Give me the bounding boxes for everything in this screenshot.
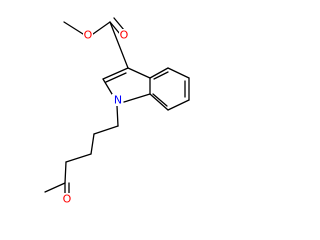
bond-chain4-chain5 [64, 161, 67, 184]
bond-c3-c3a [127, 67, 151, 79]
bond-carbonyl-double-2 [113, 17, 125, 31]
bond-o-carbonyl-carbon [92, 21, 111, 35]
bond-chain3-chain4 [65, 153, 92, 163]
bond-methyl-o [63, 21, 84, 35]
bond-c6-c7 [167, 99, 190, 111]
indole-nitrogen-bg [112, 94, 123, 106]
bond-carbonyl-double-1 [109, 21, 121, 35]
bond-chain5-chain6 [44, 182, 66, 193]
bond-c7-c7a [149, 93, 169, 111]
carbonyl-oxygen-label: O [120, 29, 129, 42]
bond-c2-n [102, 78, 113, 95]
methoxy-oxygen-label: O [84, 29, 93, 42]
bond-chain1-chain2 [93, 125, 119, 135]
bond-n-c7a [123, 93, 151, 103]
atom-labels: O O N O [62, 29, 129, 206]
bond-c3a-c4 [149, 67, 169, 79]
bond-n-chain1 [116, 105, 119, 127]
bond-c3-c2-inner [105, 72, 127, 83]
bond-chain2-chain3 [90, 133, 95, 155]
bond-c4-c5 [167, 67, 190, 79]
bond-c7-c7a-inner [152, 93, 168, 107]
bond-c3-c2 [102, 67, 129, 80]
ketone-oxygen-bg [62, 193, 72, 205]
ketone-oxygen-label: O [63, 193, 72, 206]
bond-carbonyl-to-c3 [109, 21, 129, 69]
bond-c3a-c4-inner [153, 71, 169, 80]
structural-formula: O O N O [44, 17, 190, 206]
bonds [44, 17, 190, 195]
indole-nitrogen-label: N [114, 94, 122, 107]
carbonyl-oxygen-bg [119, 29, 129, 41]
methoxy-oxygen-bg [83, 29, 93, 41]
